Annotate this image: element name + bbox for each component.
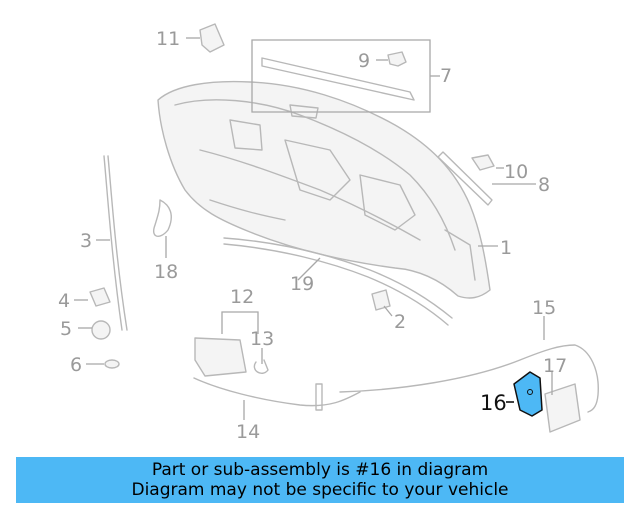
callout-15: 15 <box>532 297 556 319</box>
callout-5: 5 <box>60 318 72 340</box>
bracket-17 <box>544 383 581 433</box>
hood-seal-edge <box>223 243 449 326</box>
prop-rod-3 <box>103 155 123 331</box>
callout-14: 14 <box>236 421 260 443</box>
callout-2: 2 <box>394 311 406 333</box>
grommet-5 <box>91 320 111 340</box>
callout-11: 11 <box>156 28 180 50</box>
callout-4: 4 <box>58 290 70 312</box>
callout-1: 1 <box>500 237 512 259</box>
hood-panel <box>157 80 491 299</box>
banner-line-1: Part or sub-assembly is #16 in diagram <box>151 460 489 480</box>
callout-16: 16 <box>480 391 507 415</box>
plug-6 <box>104 359 120 369</box>
clip-4 <box>89 287 111 307</box>
parts-diagram: 11 9 7 10 8 1 3 18 19 12 15 4 2 5 13 6 1… <box>58 23 599 443</box>
release-handle <box>315 383 323 411</box>
bumper-11 <box>199 23 225 53</box>
release-cable-15 <box>339 344 599 413</box>
clip-10 <box>471 154 495 171</box>
banner-line-2: Diagram may not be specific to your vehi… <box>131 480 509 500</box>
callout-7: 7 <box>440 65 452 87</box>
callout-9: 9 <box>358 50 370 72</box>
clip-9 <box>387 51 407 67</box>
info-banner: Part or sub-assembly is #16 in diagram D… <box>16 457 624 503</box>
callout-3: 3 <box>80 230 92 252</box>
hood-seal <box>223 237 453 319</box>
part-16-hole <box>527 389 533 395</box>
callout-6: 6 <box>70 354 82 376</box>
bracket-7 <box>251 39 431 113</box>
release-cable-14 <box>193 377 361 407</box>
callout-8: 8 <box>538 174 550 196</box>
callout-18: 18 <box>154 261 178 283</box>
latch-12 <box>194 337 247 377</box>
leader-lines <box>74 37 553 420</box>
prop-rod-3b <box>107 155 128 331</box>
hood-molding-7 <box>261 57 415 101</box>
striker-13 <box>253 359 269 374</box>
callout-19: 19 <box>290 273 314 295</box>
rod-holder-18 <box>153 199 172 237</box>
callout-10: 10 <box>504 161 528 183</box>
callout-12: 12 <box>230 286 254 308</box>
bracket-12 <box>221 311 259 334</box>
bumper-2 <box>371 289 391 311</box>
callout-17: 17 <box>543 355 567 377</box>
seal-8 <box>437 151 493 206</box>
callout-13: 13 <box>250 328 274 350</box>
